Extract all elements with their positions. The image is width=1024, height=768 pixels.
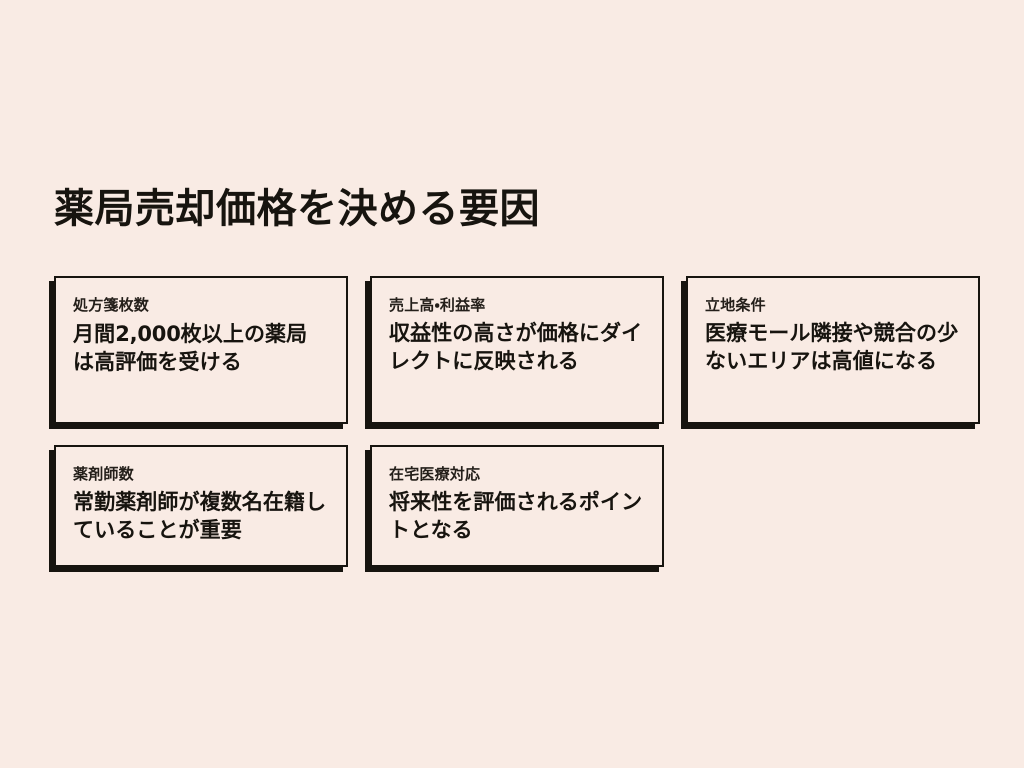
factor-card-body: 医療モール隣接や競合の少ないエリアは高値になる — [705, 321, 959, 374]
factor-card-body-prefix: 月間 — [73, 322, 116, 346]
factor-card-label: 処方箋枚数 — [73, 297, 150, 314]
factor-card-body-suffix: 枚以上の薬局は高評価を受ける — [73, 322, 308, 375]
factor-card-body-number: 2,000 — [115, 321, 181, 346]
factor-card-label: 在宅医療対応 — [389, 466, 481, 483]
factor-card-sales-profit-rate[interactable]: 売上高・利益率 収益性の高さが価格にダイレクトに反映される — [370, 276, 664, 424]
page-title: 薬局売却価格を決める要因 — [54, 187, 540, 231]
factor-card-body: 常勤薬剤師が複数名在籍していることが重要 — [73, 490, 327, 543]
factor-card-grid: 処方箋枚数 月間2,000枚以上の薬局は高評価を受ける 売上高・利益率 収益性の… — [54, 276, 980, 567]
factor-card-label: 薬剤師数 — [73, 466, 134, 483]
factor-card-prescription-count[interactable]: 処方箋枚数 月間2,000枚以上の薬局は高評価を受ける — [54, 276, 348, 424]
factor-card-pharmacist-count[interactable]: 薬剤師数 常勤薬剤師が複数名在籍していることが重要 — [54, 445, 348, 567]
factor-card-body: 月間2,000枚以上の薬局は高評価を受ける — [73, 320, 328, 379]
factor-card-location-conditions[interactable]: 立地条件 医療モール隣接や競合の少ないエリアは高値になる — [686, 276, 980, 424]
factor-card-label: 売上高・利益率 — [389, 297, 486, 314]
factor-card-home-medical-care[interactable]: 在宅医療対応 将来性を評価されるポイントとなる — [370, 445, 664, 567]
factor-card-label: 立地条件 — [705, 297, 766, 314]
factor-card-body: 収益性の高さが価格にダイレクトに反映される — [389, 321, 643, 374]
factor-card-body: 将来性を評価されるポイントとなる — [389, 490, 643, 543]
